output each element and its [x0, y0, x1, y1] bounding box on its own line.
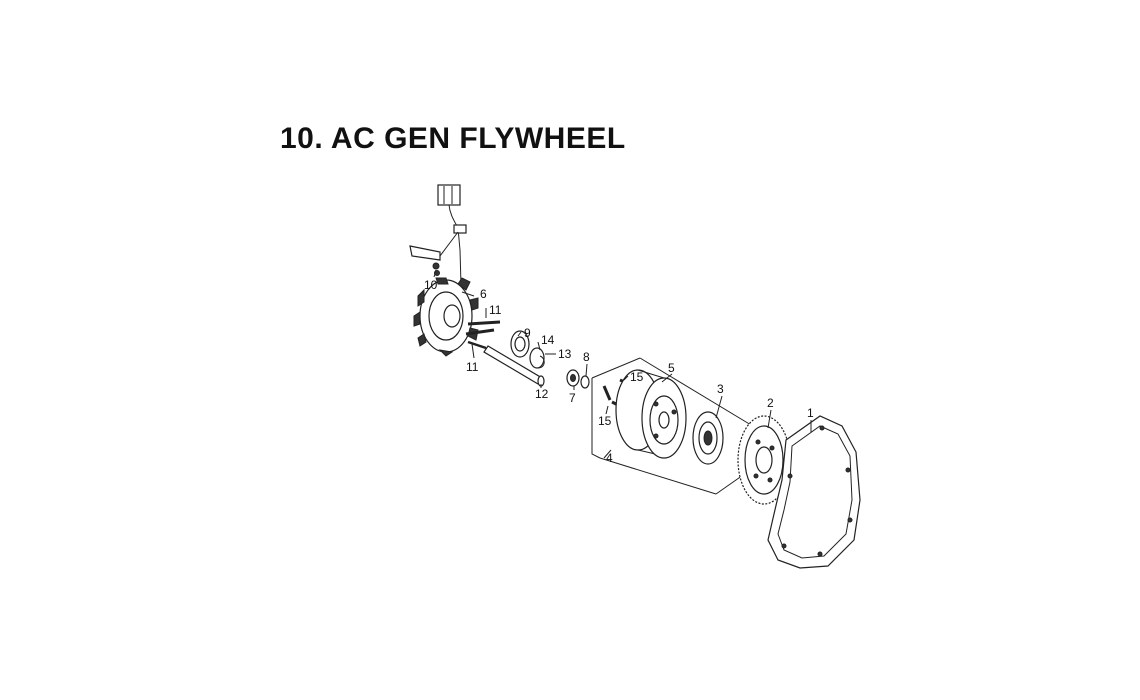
callout-15-top: 15 — [630, 370, 644, 384]
page-title: 10. AC GEN FLYWHEEL — [280, 122, 626, 155]
bearing-part — [510, 330, 530, 358]
callout-6: 6 — [480, 287, 487, 301]
callout-9: 9 — [524, 326, 531, 340]
callout-11-top: 11 — [489, 303, 502, 317]
callout-13: 13 — [558, 347, 572, 361]
callout-10: 10 — [424, 278, 438, 292]
callout-14: 14 — [541, 333, 555, 347]
callout-11-bottom: 11 — [466, 360, 479, 374]
starter-gear-part — [737, 415, 791, 505]
stator-part — [413, 277, 479, 357]
wiring-harness — [437, 184, 467, 286]
flywheel-rotor-part — [615, 369, 687, 459]
wire-clamp-part — [409, 231, 459, 276]
nut-washer — [566, 369, 590, 389]
callout-4: 4 — [606, 451, 613, 465]
callout-1: 1 — [807, 406, 814, 420]
callout-2: 2 — [767, 396, 774, 410]
spacer-circlip — [529, 347, 545, 369]
callout-7: 7 — [569, 391, 576, 405]
callout-5: 5 — [668, 361, 675, 375]
leader-lines — [433, 269, 812, 459]
callout-12: 12 — [535, 387, 549, 401]
callout-3: 3 — [717, 382, 724, 396]
stator-bolts — [465, 320, 501, 350]
one-way-clutch-part — [692, 411, 724, 465]
callout-15-bottom: 15 — [598, 414, 612, 428]
callout-8: 8 — [583, 350, 590, 364]
gasket-cover-part — [767, 415, 861, 569]
